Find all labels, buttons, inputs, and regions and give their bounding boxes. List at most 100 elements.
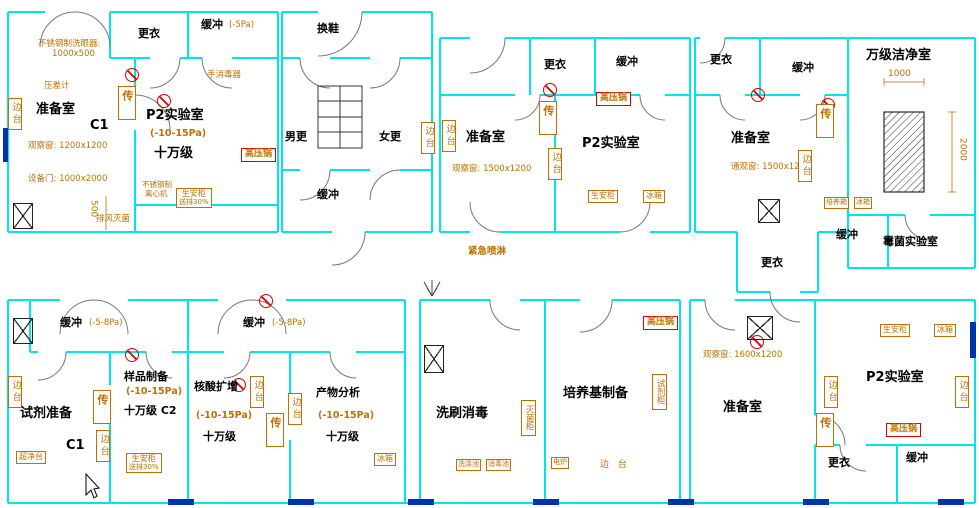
structural-column <box>3 128 8 162</box>
equipment-box-icon <box>747 316 773 340</box>
plan-label: (-10-15Pa) <box>150 128 207 139</box>
air-vent-slashed-circle-icon <box>125 348 139 362</box>
plan-label: 设备门: 1000x2000 <box>28 174 108 184</box>
plan-label: 缓冲 <box>616 55 638 68</box>
plan-label: 十万级 <box>154 146 194 161</box>
plan-label: 万级洁净室 <box>866 48 932 63</box>
plan-label: 边台 <box>421 122 435 154</box>
structural-column <box>168 499 194 505</box>
plan-label: 边台 <box>955 376 969 408</box>
air-vent-slashed-circle-icon <box>543 83 557 97</box>
plan-label: 十万级 <box>326 430 359 443</box>
plan-label: (-5Pa) <box>229 20 255 30</box>
plan-label: 边 台 <box>600 460 630 470</box>
plan-label: 边台 <box>798 150 812 182</box>
air-vent-slashed-circle-icon <box>751 88 765 102</box>
plan-label: 灭菌柜 <box>521 400 537 436</box>
plan-label: 缓冲 <box>60 316 82 329</box>
plan-label: 冰箱 <box>854 197 872 209</box>
plan-label: 紧急喷淋 <box>468 246 507 257</box>
plan-label: 边台 <box>442 120 456 152</box>
plan-label: 缓冲 <box>792 61 814 74</box>
plan-label: 传 <box>93 390 111 424</box>
walls-bottom-left-suite <box>7 299 406 503</box>
plan-label: 排风灭菌 <box>96 214 131 224</box>
plan-label: 观察窗: 1600x1200 <box>703 350 783 360</box>
plan-label: 缓冲 <box>317 188 339 201</box>
plan-label: 超净台 <box>16 451 46 464</box>
plan-label: 准备室 <box>723 400 763 415</box>
plan-label: 压差计 <box>44 81 70 91</box>
door-arc-set <box>37 11 931 472</box>
plan-label: 男更 <box>285 130 307 143</box>
plan-label: 2000 <box>957 138 968 161</box>
plan-label: 边台 <box>8 98 22 130</box>
plan-label: 边台 <box>288 393 302 425</box>
plan-label: 缓冲 <box>243 316 265 329</box>
plan-label: 试剂准备 <box>20 406 73 421</box>
plan-label: C1 <box>66 438 85 453</box>
air-vent-slashed-circle-icon <box>125 68 139 82</box>
plan-label: 更衣 <box>710 53 732 66</box>
plan-label: 高压锅 <box>241 148 277 162</box>
plan-label: 边台 <box>250 376 264 408</box>
plan-label: (-10-15Pa) <box>318 410 375 421</box>
plan-label: 洗刷消毒 <box>436 406 489 421</box>
plan-label: 传 <box>539 101 557 135</box>
structural-column <box>533 499 559 505</box>
plan-label: 边台 <box>96 430 110 462</box>
plan-label: 生安柜 <box>588 190 618 203</box>
plan-label: 边台 <box>824 376 838 408</box>
equipment-box-icon <box>758 199 780 223</box>
plan-label: 冰箱 <box>374 453 396 466</box>
sprinkler-icon <box>423 280 441 297</box>
air-vent-slashed-circle-icon <box>157 94 171 108</box>
equipment-box-icon <box>13 318 33 344</box>
plan-label: 缓冲 <box>201 18 223 31</box>
plan-label: 观察窗: 1200x1200 <box>28 141 108 151</box>
plan-label: 准备室 <box>731 131 771 146</box>
plan-label: P2实验室 <box>866 370 924 385</box>
plan-label: 换鞋 <box>317 22 339 35</box>
plan-label: 不锈钢制 <box>142 180 172 189</box>
equipment-box-icon <box>13 203 33 229</box>
walls-changing-suite <box>281 11 433 233</box>
plan-label-subtext: 送排30% <box>129 462 159 471</box>
plan-label: 缓冲 <box>906 451 928 464</box>
plan-label: 高压锅 <box>886 423 922 437</box>
plan-label: 更衣 <box>544 58 566 71</box>
plan-label-subtext: 送排30% <box>179 197 209 206</box>
plan-label: (-5-8Pa) <box>89 318 123 328</box>
plan-label: 更衣 <box>138 27 160 40</box>
plan-label: 核酸扩增 <box>194 380 238 393</box>
plan-label: 边台 <box>8 376 22 408</box>
plan-label: 观察窗: 1500x1200 <box>452 164 532 174</box>
plan-label: 培养箱 <box>824 197 849 209</box>
plan-label: 传 <box>266 413 284 447</box>
plan-label: 试剂柜 <box>652 374 668 410</box>
cursor-arrow-icon <box>85 472 100 499</box>
structural-column <box>803 499 829 505</box>
plan-label: 霉菌实验室 <box>883 235 938 248</box>
plan-label: 冰箱 <box>643 190 665 203</box>
air-vent-slashed-circle-icon <box>259 294 273 308</box>
plan-label: 样品制备 <box>124 370 168 383</box>
structural-column <box>970 322 976 358</box>
plan-label: 电炉 <box>551 457 569 469</box>
shoe-cabinet-grid <box>317 85 363 149</box>
plan-label: (-5-8Pa) <box>272 318 306 328</box>
plan-label: 缓冲 <box>836 228 858 241</box>
plan-label: (-10-15Pa) <box>126 386 183 397</box>
plan-label: P2实验室 <box>146 108 204 123</box>
plan-label: 洗涤池 <box>456 459 481 471</box>
hepa-filter-hatch <box>883 111 925 193</box>
plan-label: 高压锅 <box>596 92 632 106</box>
plan-label: 消毒池 <box>486 459 511 471</box>
plan-label: 更衣 <box>828 456 850 469</box>
structural-column <box>668 499 694 505</box>
plan-label: 准备室 <box>36 102 76 117</box>
structural-column <box>408 499 434 505</box>
door-arcs <box>37 11 931 472</box>
plan-label: 手消毒器 <box>207 70 242 80</box>
